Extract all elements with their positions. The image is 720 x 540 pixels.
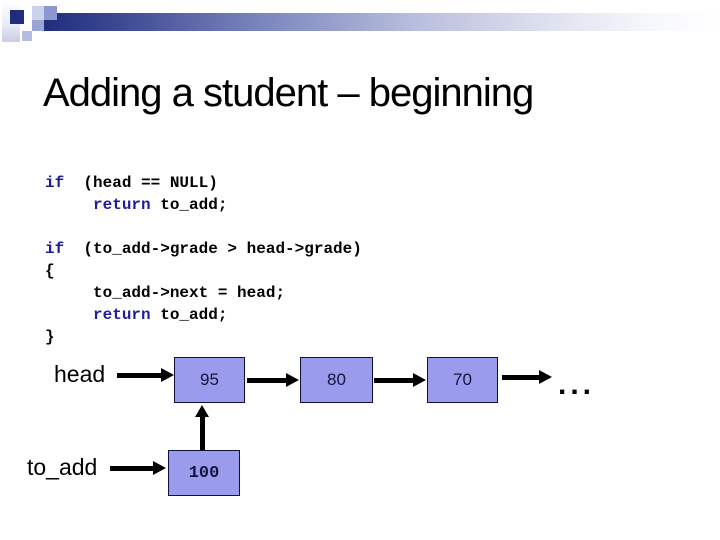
code-text: (head == NULL) <box>64 174 218 192</box>
code-indent <box>45 306 93 324</box>
arrow-shaft <box>117 372 161 378</box>
arrow-shaft <box>247 377 286 383</box>
head-label: head <box>54 361 106 387</box>
arrow-shaft <box>374 377 413 383</box>
arrow-head <box>153 461 166 475</box>
slide-title: Adding a student – beginning <box>43 71 534 115</box>
code-keyword: return <box>93 196 151 214</box>
ellipsis-label: ... <box>558 368 596 401</box>
decor-square-mid <box>32 20 44 31</box>
arrow-head <box>161 368 174 382</box>
arrow-up-icon <box>195 405 209 450</box>
code-text: to_add->next = head; <box>45 284 286 302</box>
code-text: } <box>45 328 55 346</box>
arrow-head <box>539 370 552 384</box>
code-line: { <box>45 260 362 282</box>
arrow-right-icon <box>502 370 552 384</box>
arrow-shaft <box>110 465 153 471</box>
node-value: 70 <box>453 370 472 389</box>
code-line: to_add->next = head; <box>45 282 362 304</box>
node-value: 95 <box>200 370 219 389</box>
code-line: return to_add; <box>45 304 362 326</box>
code-keyword: if <box>45 174 65 192</box>
arrow-right-icon <box>117 368 174 382</box>
arrow-right-icon <box>110 461 166 475</box>
code-block-2: if (to_add->grade > head->grade) { to_ad… <box>45 238 362 348</box>
code-line: if (to_add->grade > head->grade) <box>45 238 362 260</box>
decor-square-slate <box>44 6 57 20</box>
to-add-label: to_add <box>27 454 98 480</box>
decor-square-pale <box>32 6 44 20</box>
decor-square-navy <box>10 10 24 24</box>
code-text: { <box>45 262 55 280</box>
code-text: to_add; <box>150 306 228 324</box>
arrow-head <box>195 405 209 417</box>
code-line: if (head == NULL) <box>45 172 227 194</box>
node-box-1: 95 <box>174 357 245 403</box>
code-block-1: if (head == NULL) return to_add; <box>45 172 227 216</box>
node-value: 80 <box>327 370 346 389</box>
arrow-right-icon <box>247 373 299 387</box>
code-keyword: return <box>93 306 151 324</box>
code-line: return to_add; <box>45 194 227 216</box>
decor-square-small <box>22 31 32 41</box>
header-gradient-bar <box>43 13 720 31</box>
new-node-box: 100 <box>168 450 240 496</box>
code-keyword: if <box>45 240 65 258</box>
code-text: to_add; <box>150 196 228 214</box>
code-indent <box>45 196 93 214</box>
code-line: } <box>45 326 362 348</box>
code-text: (to_add->grade > head->grade) <box>64 240 362 258</box>
arrow-head <box>286 373 299 387</box>
node-box-3: 70 <box>427 357 498 403</box>
arrow-shaft <box>502 374 539 380</box>
arrow-head <box>413 373 426 387</box>
arrow-shaft <box>199 417 205 450</box>
arrow-right-icon <box>374 373 426 387</box>
node-value: 100 <box>188 463 220 483</box>
node-box-2: 80 <box>300 357 373 403</box>
